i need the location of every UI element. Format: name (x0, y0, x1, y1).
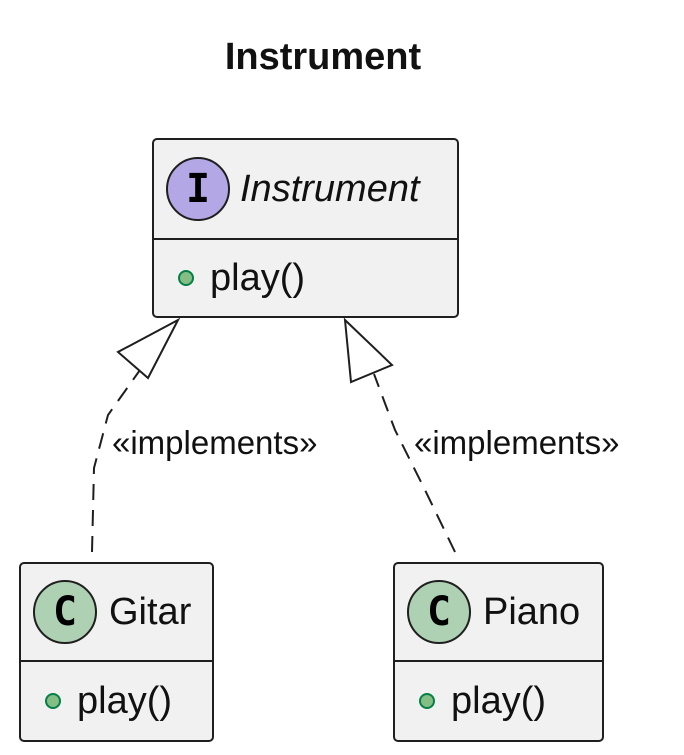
class-name: Piano (483, 590, 581, 633)
class-header: C Piano (395, 564, 602, 662)
class-name: Gitar (109, 590, 192, 633)
method-signature: play() (77, 679, 173, 722)
interface-name: Instrument (240, 167, 420, 210)
realization-arrowhead (116, 317, 181, 380)
public-method-icon (178, 270, 194, 286)
relation-label-piano: «implements» (414, 424, 620, 461)
public-method-icon (419, 693, 435, 709)
relation-gitar-implements-instrument (91, 317, 181, 553)
class-members: play() (395, 662, 602, 740)
interface-badge-icon: I (166, 157, 230, 221)
method-signature: play() (451, 679, 547, 722)
relation-piano-implements-instrument (343, 317, 456, 553)
dashed-line (373, 373, 456, 553)
class-header: C Gitar (21, 564, 212, 662)
class-members: play() (21, 662, 212, 740)
interface-instrument[interactable]: I Instrument play() (152, 138, 459, 318)
class-badge-icon: C (33, 580, 97, 644)
diagram-title: Instrument (224, 36, 422, 78)
dashed-line (91, 369, 141, 553)
realization-arrowhead (343, 317, 394, 384)
method-signature: play() (210, 256, 306, 299)
public-method-icon (45, 693, 61, 709)
relation-label-gitar: «implements» (112, 424, 318, 461)
class-badge-icon: C (407, 580, 471, 644)
class-piano[interactable]: C Piano play() (393, 562, 604, 742)
interface-header: I Instrument (154, 140, 457, 240)
interface-members: play() (154, 240, 457, 316)
class-gitar[interactable]: C Gitar play() (19, 562, 214, 742)
